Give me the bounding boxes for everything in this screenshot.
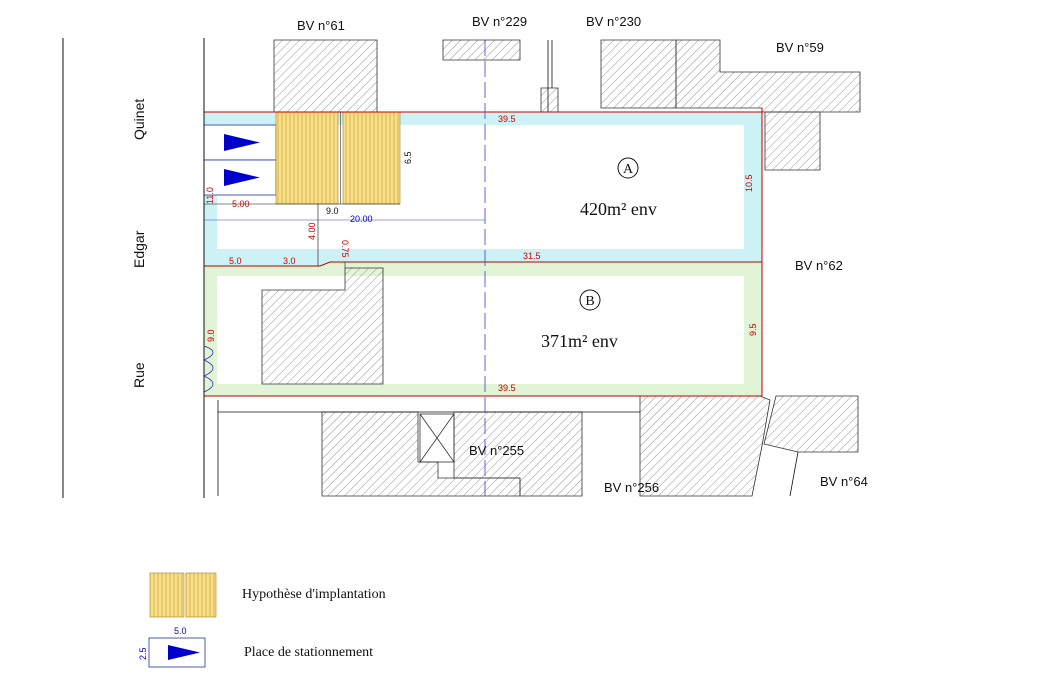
dim-park-width: 5.00 [232,199,250,209]
street-word-quinet: Quinet [131,99,147,140]
boundary-lines [204,108,763,397]
implantation-hypothesis [275,111,401,205]
parcel-label-bv229: BV n°229 [472,14,527,29]
dim-mid-length: 31.5 [523,251,541,261]
dim-b-left: 9.0 [206,329,216,342]
dim-mid-step: 3.0 [283,256,296,266]
street-word-rue: Rue [131,362,147,388]
parcel-label-bv64: BV n°64 [820,474,868,489]
dim-b-right: 9.5 [748,323,758,336]
parcel-label-bv62: BV n°62 [795,258,843,273]
dim-top-length: 39.5 [498,114,516,124]
parking-arrow-icon [168,645,200,660]
lot-b-area: 371m² env [541,331,618,351]
entrance-mark [203,345,214,393]
parcel-label-bv255: BV n°255 [469,443,524,458]
dim-a-left: 11.0 [205,187,215,204]
parking-arrow-icon [224,134,260,151]
dimension-lines [204,203,485,268]
legend-implantation-label: Hypothèse d'implantation [242,587,386,602]
parcel-label-bv256: BV n°256 [604,480,659,495]
parking-spots [203,124,277,196]
parcel-label-bv61: BV n°61 [297,18,345,33]
legend-parking-label: Place de stationnement [244,645,373,660]
parcel-label-bv59: BV n°59 [776,40,824,55]
lot-a-marker [617,157,639,179]
dim-a-height: 10.5 [744,174,754,192]
street-word-edgar: Edgar [131,230,147,268]
legend-parking-depth: 2.5 [138,647,148,660]
dim-gap: 9.0 [326,206,339,216]
neighbor-lot-lines [217,40,799,497]
lot-a-letter: A [623,162,634,177]
lot-b-marker [579,289,601,311]
dim-bldg-depth: 6.5 [403,151,413,164]
dim-setback: 20.00 [350,214,373,224]
dim-drive-width: 4.00 [307,222,317,240]
dim-bottom-length: 39.5 [498,383,516,393]
legend-implantation-swatch [149,572,185,618]
lot-b-letter: B [585,294,594,309]
lot-a-area: 420m² env [580,199,657,219]
driveway [217,249,317,266]
existing-building-b [261,267,384,385]
dim-offset: 0.75 [340,240,350,258]
parcel-label-bv230: BV n°230 [586,14,641,29]
parking-arrow-icon [224,169,260,186]
legend: Hypothèse d'implantation 5.0 2.5 Place d… [138,572,386,668]
legend-parking-width: 5.0 [174,626,187,636]
dim-mid-left: 5.0 [229,256,242,266]
